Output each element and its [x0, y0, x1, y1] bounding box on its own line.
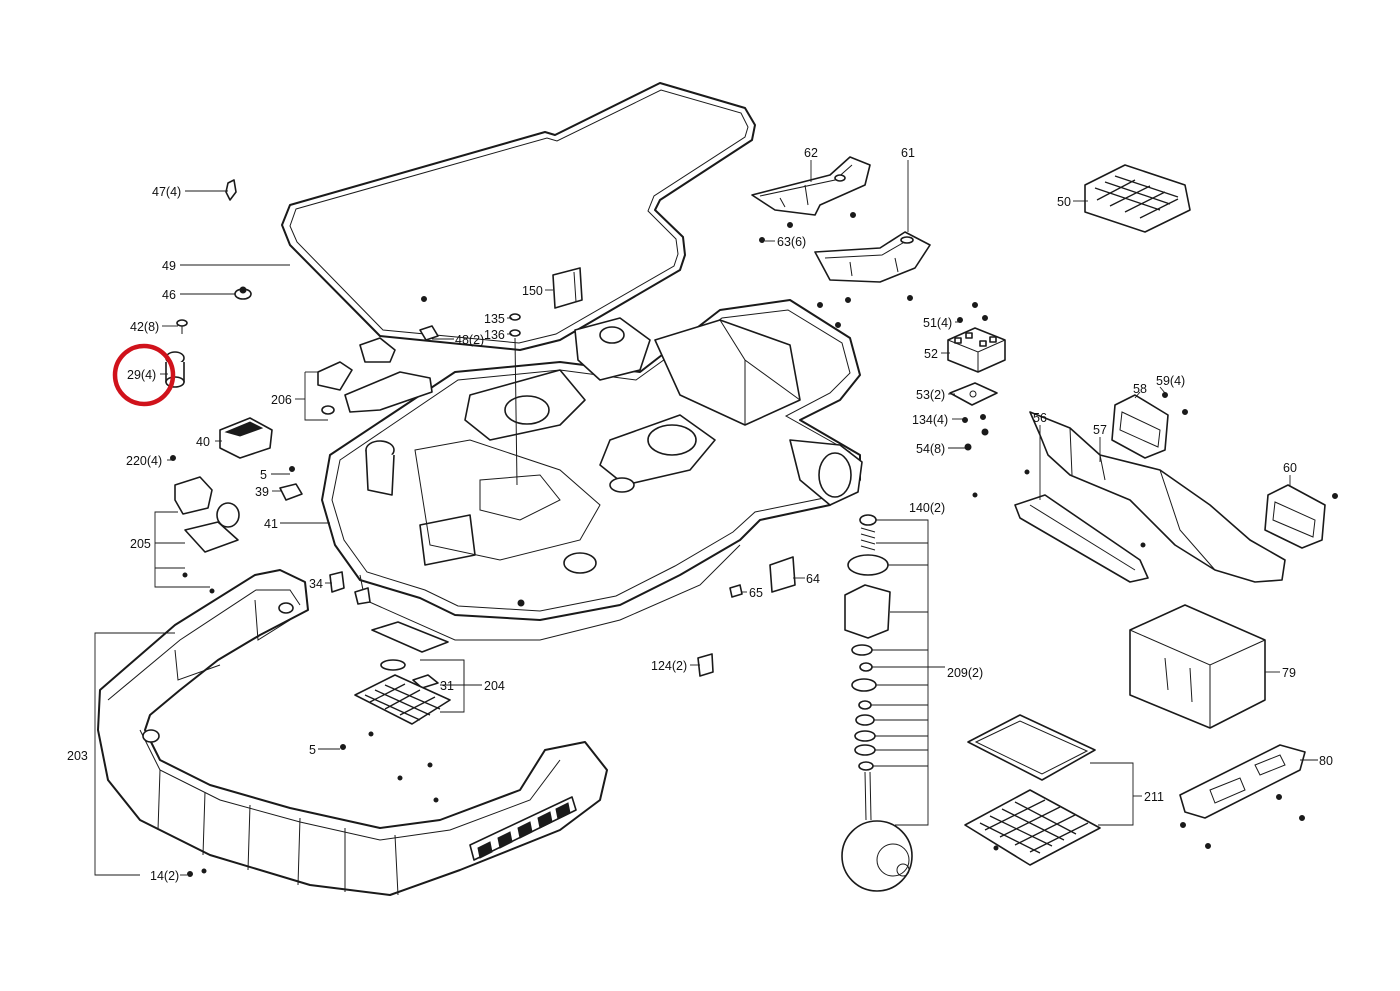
label-220: 220(4) [126, 454, 162, 468]
label-211: 211 [1144, 790, 1164, 804]
part-56-rear-bar [1014, 494, 1149, 583]
label-5-bottom: 5 [309, 743, 316, 757]
label-80: 80 [1319, 754, 1333, 768]
part-79-cover [1129, 604, 1266, 729]
label-205: 205 [130, 537, 151, 551]
label-52: 52 [924, 347, 938, 361]
label-50: 50 [1057, 195, 1071, 209]
label-5-top: 5 [260, 468, 267, 482]
label-56: 56 [1033, 411, 1047, 425]
part-80-plate [1179, 744, 1306, 819]
main-chassis [321, 299, 863, 641]
part-53-plate [949, 382, 998, 406]
top-cover-gasket [281, 82, 756, 351]
label-59: 59(4) [1156, 374, 1185, 388]
part-60-pad [1264, 484, 1326, 549]
label-140: 140(2) [909, 501, 945, 515]
part-labels: 47(4) 49 46 42(8) 29(4) 206 40 220(4) 5 … [67, 146, 1333, 883]
part-61-bracket [814, 231, 931, 283]
label-39: 39 [255, 485, 269, 499]
label-209: 209(2) [947, 666, 983, 680]
label-62: 62 [804, 146, 818, 160]
label-61: 61 [901, 146, 915, 160]
label-134: 134(4) [912, 413, 948, 427]
label-53: 53(2) [916, 388, 945, 402]
part-150 [552, 267, 583, 309]
leader-lines [94, 160, 1318, 876]
label-65: 65 [749, 586, 763, 600]
front-bumper [97, 569, 608, 896]
label-29: 29(4) [127, 368, 156, 382]
front-wheel-assembly [841, 514, 913, 892]
part-50-grille [1084, 164, 1191, 233]
part-62-bracket [751, 156, 871, 216]
label-136: 136 [484, 328, 505, 342]
label-14: 14(2) [150, 869, 179, 883]
label-60: 60 [1283, 461, 1297, 475]
label-54: 54(8) [916, 442, 945, 456]
label-124: 124(2) [651, 659, 687, 673]
label-64: 64 [806, 572, 820, 586]
label-49: 49 [162, 259, 176, 273]
label-63: 63(6) [777, 235, 806, 249]
label-79: 79 [1282, 666, 1296, 680]
label-42: 42(8) [130, 320, 159, 334]
part-211-grille [964, 714, 1101, 866]
label-46: 46 [162, 288, 176, 302]
label-47: 47(4) [152, 185, 181, 199]
label-41: 41 [264, 517, 278, 531]
small-hardware [165, 179, 1338, 877]
label-40: 40 [196, 435, 210, 449]
label-204: 204 [484, 679, 505, 693]
label-58: 58 [1133, 382, 1147, 396]
part-52-block [947, 327, 1006, 373]
part-57-rear-bar [1029, 411, 1286, 583]
label-48: 48(2) [455, 333, 484, 347]
label-206: 206 [271, 393, 292, 407]
label-203: 203 [67, 749, 88, 763]
label-57: 57 [1093, 423, 1107, 437]
label-135: 135 [484, 312, 505, 326]
label-34: 34 [309, 577, 323, 591]
highlight-circle [112, 343, 176, 407]
label-150: 150 [522, 284, 543, 298]
label-31: 31 [440, 679, 454, 693]
part-58-pad [1111, 394, 1169, 459]
label-51: 51(4) [923, 316, 952, 330]
